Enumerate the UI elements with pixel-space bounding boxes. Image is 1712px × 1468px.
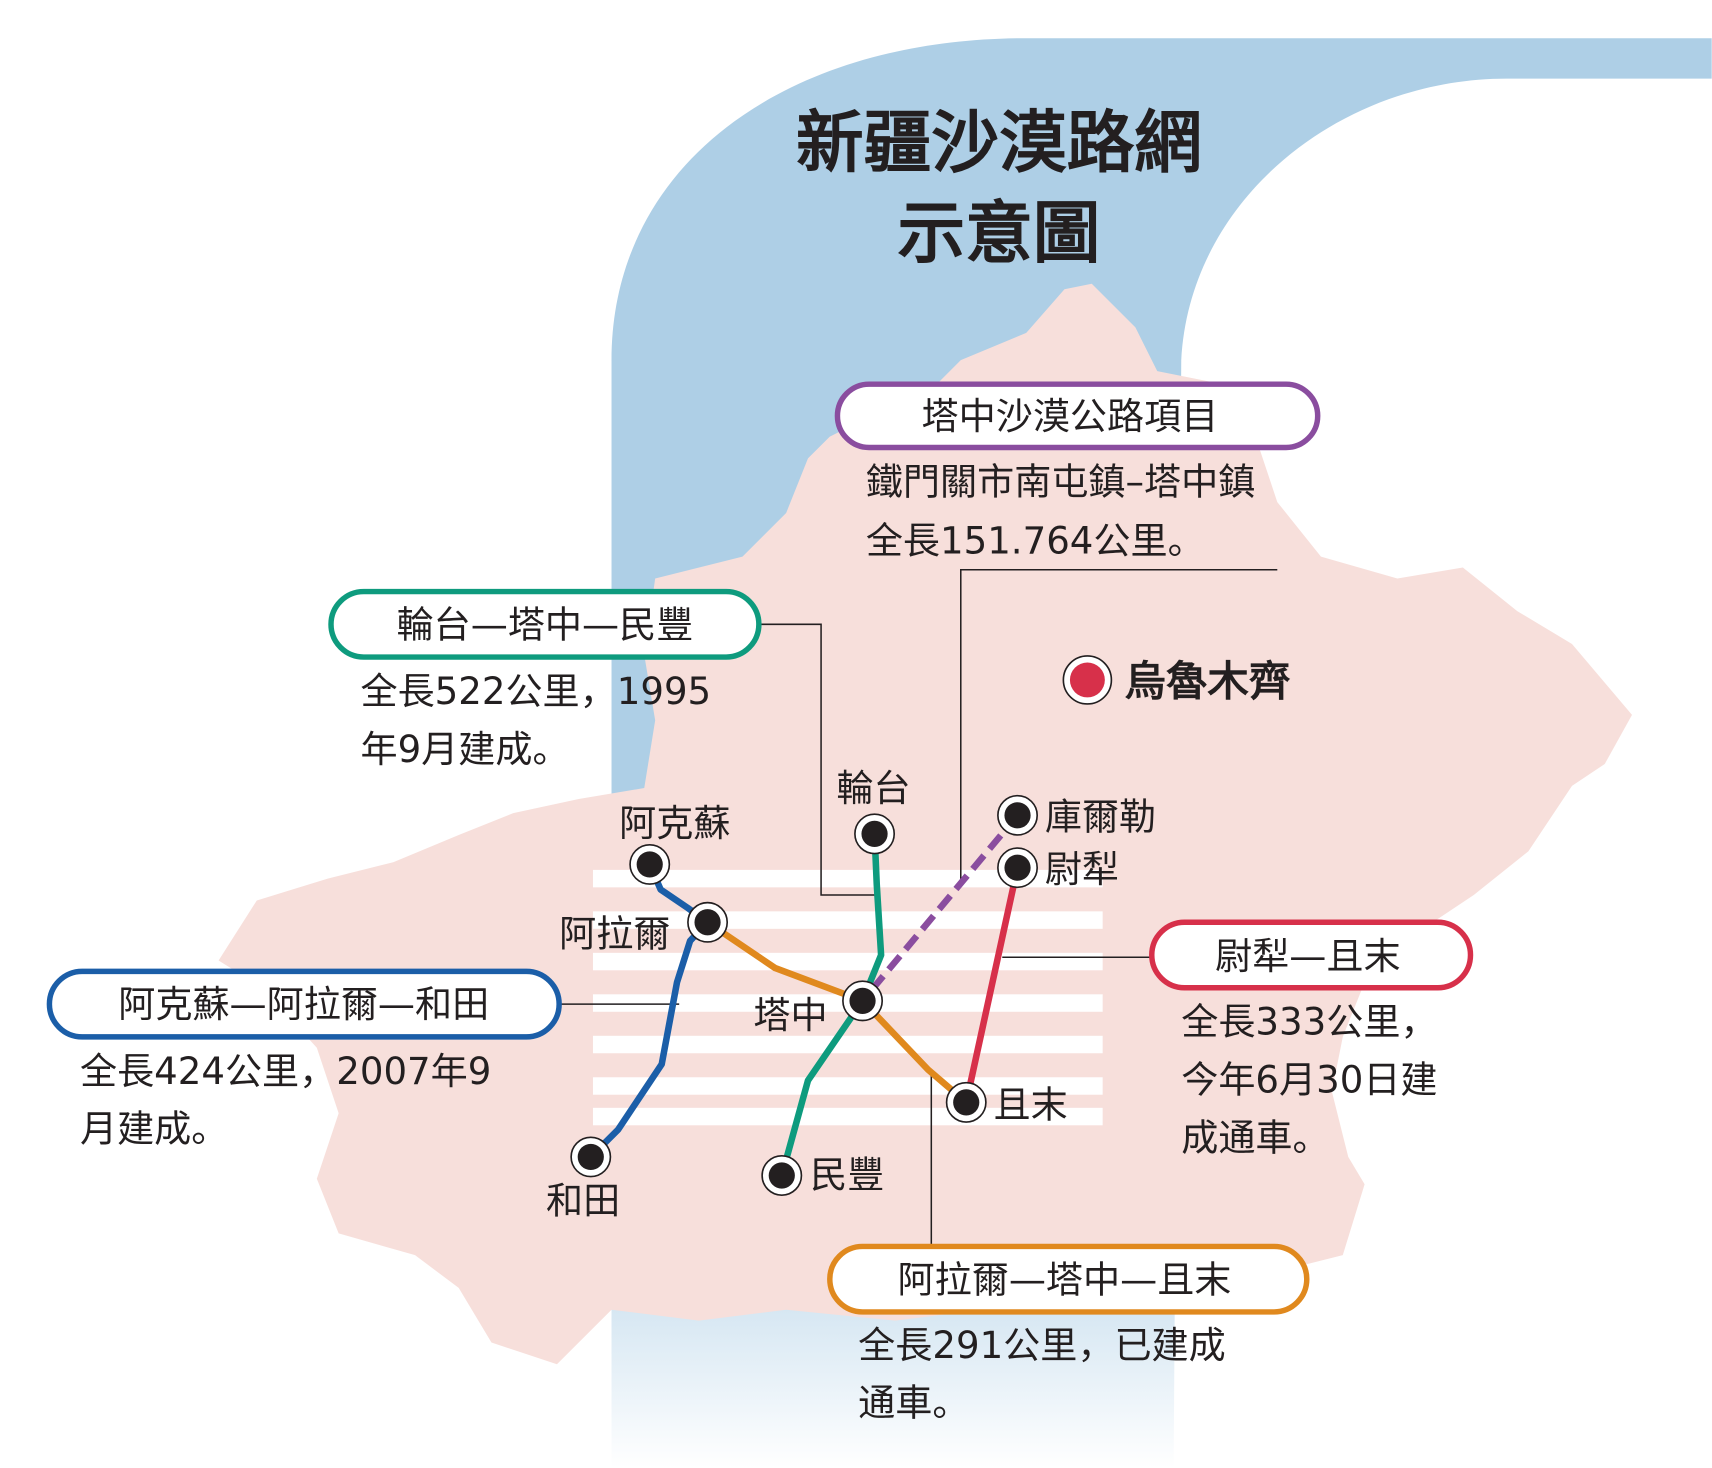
station-kuerle-marker <box>997 794 1038 836</box>
route-luntai-minfeng <box>778 833 885 1177</box>
station-tazhong-marker <box>842 980 884 1022</box>
callout-yuli-qiemo-desc-3: 成通車。 <box>1181 1116 1329 1159</box>
callout-alaer-qiemo-label: 阿拉爾—塔中—且末 <box>898 1258 1232 1301</box>
station-minfeng-marker <box>761 1155 803 1196</box>
station-alaer-marker <box>687 901 729 943</box>
callout-connectors <box>559 568 1278 1247</box>
callout-tazhong-project-desc-1: 鐵門關市南屯鎮–塔中鎮 <box>866 460 1255 503</box>
capital-label: 烏魯木齊 <box>1124 657 1290 705</box>
station-luntai-label: 輪台 <box>836 767 910 810</box>
station-nodes <box>570 794 1038 1196</box>
station-yuli-marker <box>997 847 1038 889</box>
callout-yuli-qiemo-desc-1: 全長333公里， <box>1181 1001 1437 1044</box>
callout-alaer-qiemo-desc-1: 全長291公里，已建成 <box>858 1324 1226 1367</box>
callout-akesu-hetian-pill <box>46 968 562 1040</box>
station-minfeng-label: 民豐 <box>810 1153 884 1196</box>
callout-luntai-minfeng-label: 輪台—塔中—民豐 <box>397 603 694 646</box>
xinjiang-land <box>218 283 1633 1365</box>
callout-akesu-hetian-desc-1: 全長424公里，2007年9 <box>80 1050 491 1093</box>
station-akesu-label: 阿克蘇 <box>619 802 730 845</box>
route-tazhong-project <box>860 813 1021 1003</box>
station-alaer-label: 阿拉爾 <box>559 912 670 955</box>
route-yuli-qiemo <box>963 867 1021 1104</box>
callout-luntai-minfeng-pill <box>328 588 762 660</box>
capital-dot <box>1069 662 1105 698</box>
callout-alaer-qiemo-desc-2: 通車。 <box>858 1382 969 1425</box>
station-qiemo-marker <box>945 1081 987 1123</box>
callout-tazhong-project-pill <box>834 381 1321 451</box>
station-luntai-marker <box>854 813 896 855</box>
station-kuerle-label: 庫爾勒 <box>1045 796 1156 839</box>
callout-yuli-qiemo-pill <box>1149 919 1474 991</box>
callout-akesu-hetian-label: 阿克蘇—阿拉爾—和田 <box>118 983 489 1026</box>
station-akesu-marker <box>629 843 671 885</box>
station-tazhong-label: 塔中 <box>753 994 827 1037</box>
map-title-line2: 示意圖 <box>897 193 1100 272</box>
callout-tazhong-project-label: 塔中沙漠公路項目 <box>922 395 1219 438</box>
route-akesu-hetian <box>588 863 711 1160</box>
callout-alaer-qiemo-pill <box>827 1243 1310 1315</box>
map-title-line1: 新疆沙漠路網 <box>796 103 1202 182</box>
callout-yuli-qiemo-desc-2: 今年6月30日建 <box>1181 1059 1437 1102</box>
station-hetian-marker <box>570 1136 612 1178</box>
callout-tazhong-project-desc-2: 全長151.764公里。 <box>866 519 1205 562</box>
station-yuli-label: 尉犁 <box>1045 848 1119 891</box>
station-qiemo-label: 且末 <box>994 1084 1068 1127</box>
callout-luntai-minfeng-desc-2: 年9月建成。 <box>360 728 569 771</box>
callout-luntai-minfeng-desc-1: 全長522公里，1995 <box>360 670 711 713</box>
callout-akesu-hetian-desc-2: 月建成。 <box>80 1108 228 1151</box>
station-hetian-label: 和田 <box>546 1180 620 1223</box>
callout-yuli-qiemo-label: 尉犁—且末 <box>1215 935 1400 978</box>
